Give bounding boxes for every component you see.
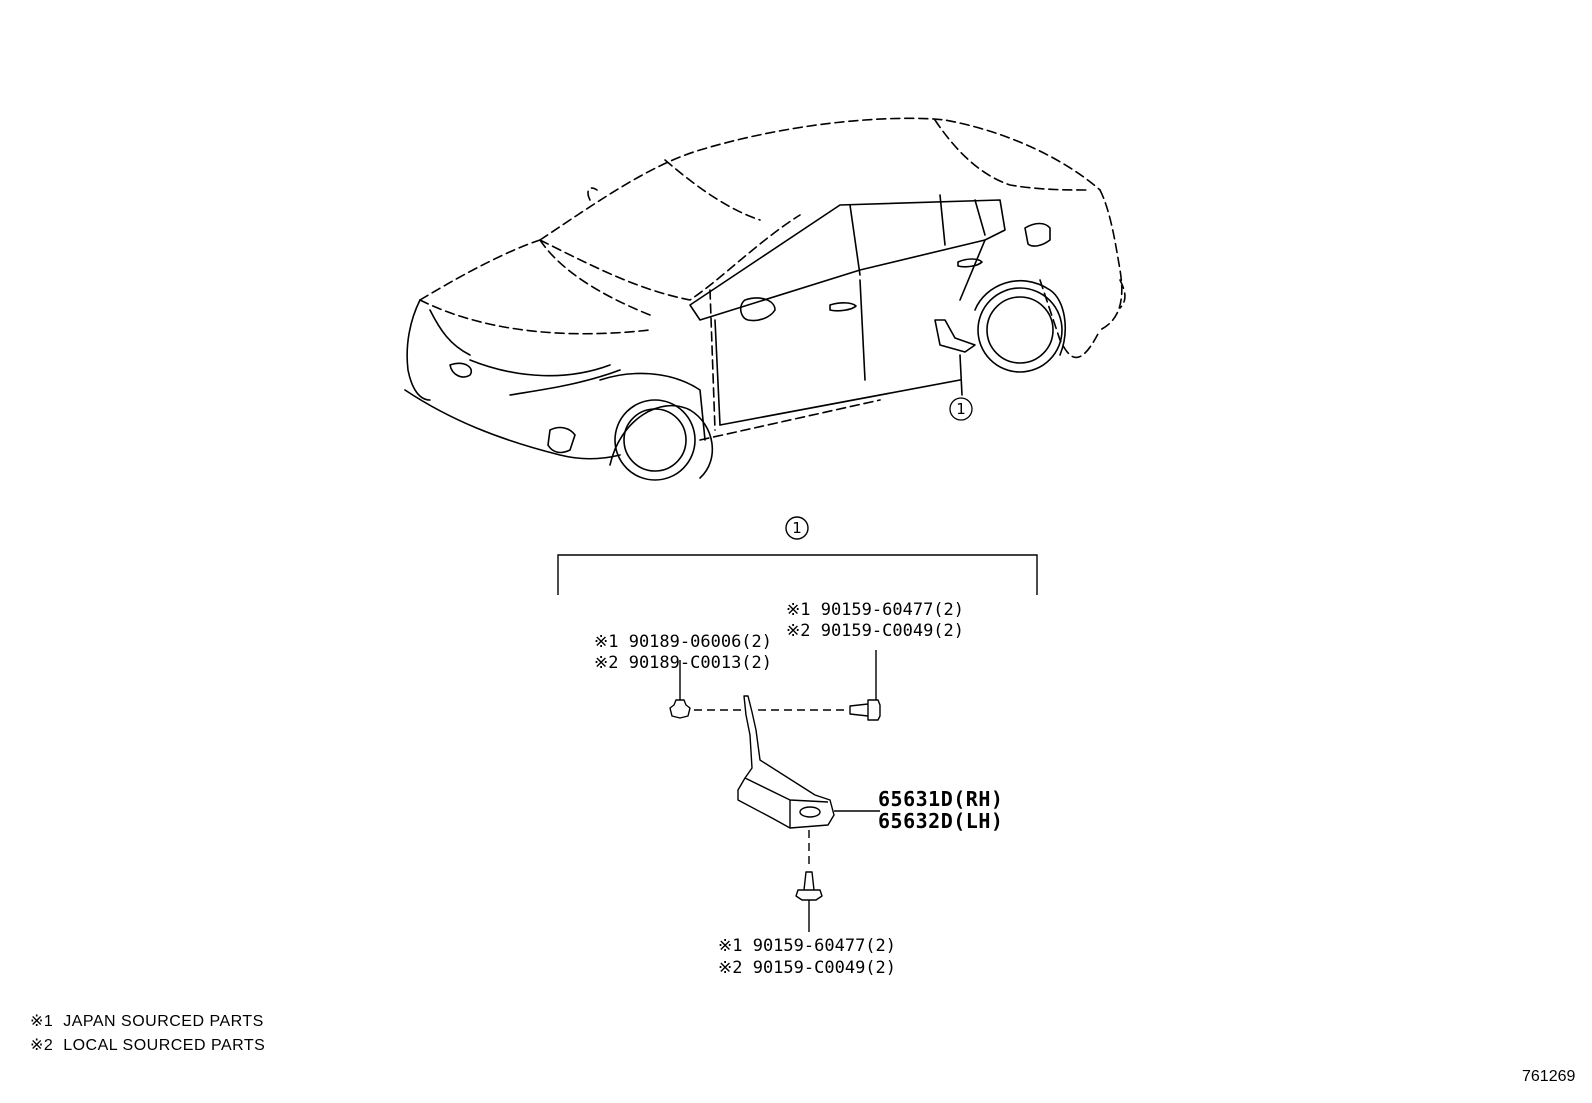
mudguard-bracket-icon xyxy=(737,695,835,829)
footnote-japan-sourced: ※1 JAPAN SOURCED PARTS xyxy=(30,1013,264,1030)
callout-circle-car xyxy=(949,397,973,421)
bolt-lower-label-2: ※2 90159-C0049(2) xyxy=(718,958,897,978)
footnote-local-sourced: ※2 LOCAL SOURCED PARTS xyxy=(30,1037,266,1054)
bolt-upper-icon xyxy=(849,699,881,721)
part-number-lh: 65632D(LH) xyxy=(878,809,1004,833)
bolt-lower-icon xyxy=(795,871,823,901)
exploded-parts xyxy=(669,650,881,932)
part-number-rh: 65631D(RH) xyxy=(878,787,1004,811)
nut-label-1: ※1 90189-06006(2) xyxy=(594,632,773,652)
exploded-view-bracket xyxy=(557,516,1038,595)
nut-label-2: ※2 90189-C0013(2) xyxy=(594,653,773,673)
bolt-lower-label-1: ※1 90159-60477(2) xyxy=(718,936,897,956)
callout-circle-bracket xyxy=(785,516,809,540)
car-illustration xyxy=(404,117,1126,481)
callout-marker-car: 1 xyxy=(956,400,966,418)
bolt-upper-label-2: ※2 90159-C0049(2) xyxy=(786,621,965,641)
bolt-upper-label-1: ※1 90159-60477(2) xyxy=(786,600,965,620)
nut-icon xyxy=(669,699,691,719)
diagram-number: 761269 xyxy=(1522,1068,1576,1085)
callout-marker-bracket: 1 xyxy=(792,519,802,537)
